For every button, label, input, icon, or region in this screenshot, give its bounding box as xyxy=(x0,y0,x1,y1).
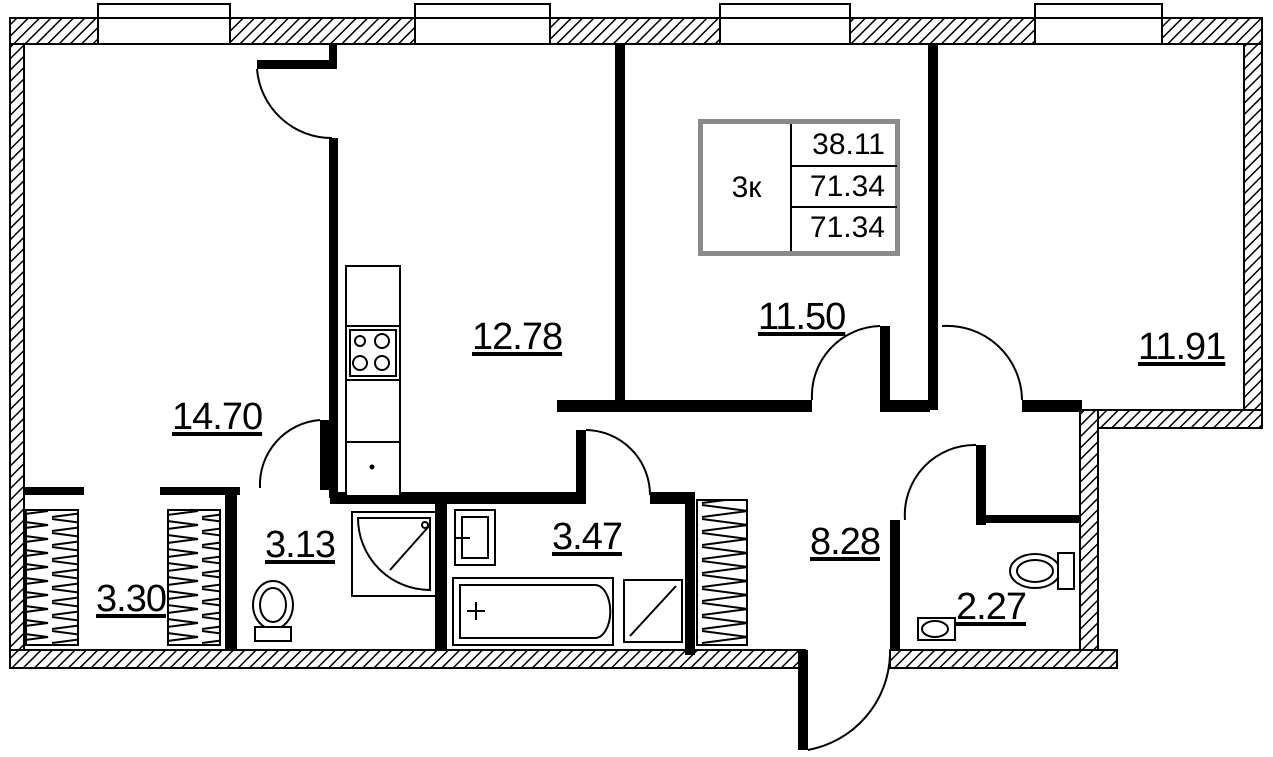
interior-walls xyxy=(24,44,1082,750)
apartment-areas: 38.11 71.34 71.34 xyxy=(790,124,897,251)
bathroom-fixtures xyxy=(452,509,683,646)
room-area-label: 2.27 xyxy=(956,586,1027,628)
room-area-label: 3.47 xyxy=(552,516,623,558)
windows xyxy=(97,3,1163,45)
room-area-label: 3.30 xyxy=(96,578,167,620)
kitchen-counter xyxy=(345,265,401,497)
living-area: 38.11 xyxy=(812,127,885,161)
apartment-info-box: 3к 38.11 71.34 71.34 xyxy=(698,119,900,256)
room-area-label: 14.70 xyxy=(172,396,263,438)
room-area-label: 11.50 xyxy=(758,296,846,338)
total-area: 71.34 xyxy=(792,165,897,206)
wardrobes xyxy=(25,499,748,646)
door-swings xyxy=(256,68,1023,751)
total-area-with-balcony: 71.34 xyxy=(792,206,897,247)
shower xyxy=(351,511,437,597)
toilet-icon xyxy=(252,580,294,642)
room-area-label: 8.28 xyxy=(810,521,881,563)
wc-fixtures xyxy=(917,552,1075,641)
room-area-label: 3.13 xyxy=(265,524,336,566)
apartment-type: 3к xyxy=(731,170,762,204)
room-area-label: 12.78 xyxy=(472,316,563,358)
room-area-label: 11.91 xyxy=(1138,326,1226,368)
